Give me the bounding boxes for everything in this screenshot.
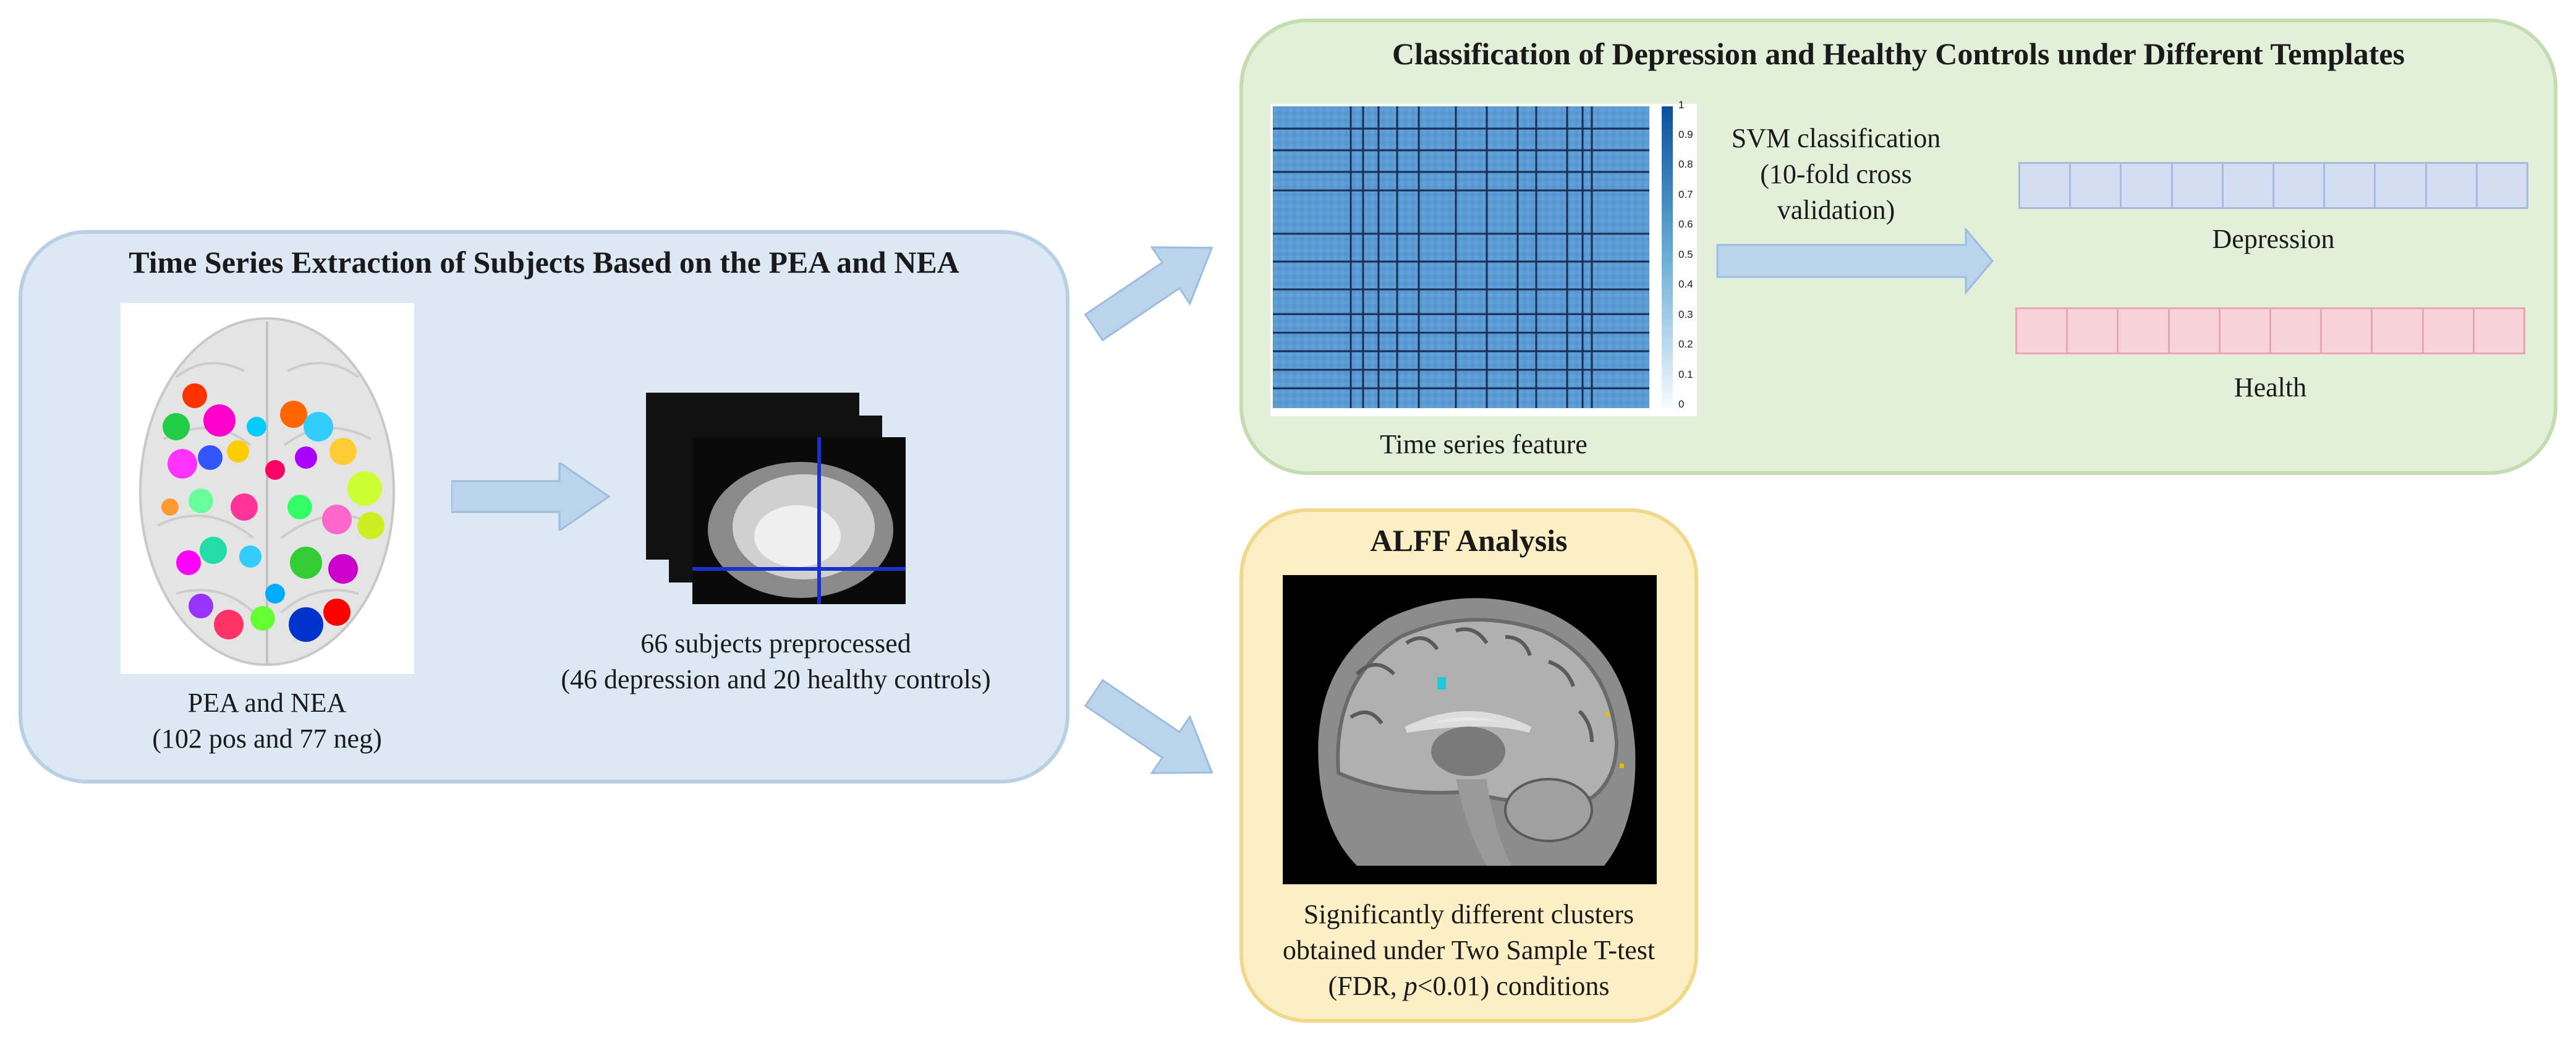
alff-caption-line1: Significantly different clusters (1303, 899, 1634, 929)
colorbar-tick: 0.7 (1678, 189, 1693, 200)
caption-p: p (1403, 971, 1418, 1001)
cluster-yellow (1605, 712, 1610, 717)
mri-caption-line2: (46 depression and 20 healthy controls) (561, 664, 991, 694)
colorbar-tick: 0.3 (1678, 309, 1693, 320)
svm-line1: SVM classification (1731, 123, 1941, 153)
svm-line2: (10-fold cross (1760, 159, 1912, 189)
brain-caption-line2: (102 pos and 77 neg) (152, 723, 382, 754)
alff-panel-title: ALFF Analysis (1370, 523, 1568, 558)
colorbar-tick: 0.2 (1678, 338, 1693, 350)
colorbar-tick: 0.9 (1678, 129, 1693, 140)
caption-threshold: <0.01) conditions (1417, 971, 1610, 1001)
colorbar-tick: 1 (1678, 99, 1685, 111)
extraction-panel-title: Time Series Extraction of Subjects Based… (129, 245, 959, 280)
mri-slice-stack (646, 393, 906, 606)
svm-line3: validation) (1777, 195, 1895, 225)
sagittal-mri-image (1283, 575, 1657, 884)
classification-panel-title: Classification of Depression and Healthy… (1392, 36, 2405, 71)
colorbar (1662, 106, 1673, 408)
svm-arrow-icon (1716, 228, 1994, 294)
arrow-down-right-icon (1084, 678, 1214, 774)
colorbar-ticks: 1 0.9 0.8 0.7 0.6 0.5 0.4 0.3 0.2 0.1 0 (1678, 99, 1697, 411)
colorbar-tick: 0.8 (1678, 158, 1693, 170)
pea-nea-nodes (161, 383, 385, 642)
brain-caption-line1: PEA and NEA (187, 688, 347, 718)
caption-fdr: (FDR, (1328, 971, 1404, 1001)
colorbar-tick: 0.6 (1678, 218, 1693, 230)
arrow-right-icon (451, 463, 611, 531)
depression-label: Depression (2212, 224, 2335, 254)
heatmap-caption: Time series feature (1380, 429, 1588, 459)
alff-caption-line2: obtained under Two Sample T-test (1282, 935, 1656, 965)
colorbar-tick: 0.4 (1678, 278, 1693, 290)
health-label: Health (2234, 372, 2307, 403)
cluster-cyan (1437, 677, 1446, 689)
brain-atlas-image (121, 303, 414, 674)
health-class-bar (2015, 307, 2525, 354)
arrow-up-right-icon (1084, 246, 1214, 342)
colorbar-tick: 0.5 (1678, 249, 1693, 260)
colorbar-tick: 0 (1678, 398, 1685, 410)
colorbar-tick: 0.1 (1678, 369, 1693, 380)
cluster-yellow (1620, 764, 1624, 768)
mri-caption-line1: 66 subjects preprocessed (640, 628, 911, 659)
depression-class-bar (2018, 162, 2528, 209)
time-series-heatmap: 1 0.9 0.8 0.7 0.6 0.5 0.4 0.3 0.2 0.1 0 (1270, 99, 1697, 416)
alff-caption-line3: (FDR, p<0.01) conditions (1239, 968, 1698, 1004)
